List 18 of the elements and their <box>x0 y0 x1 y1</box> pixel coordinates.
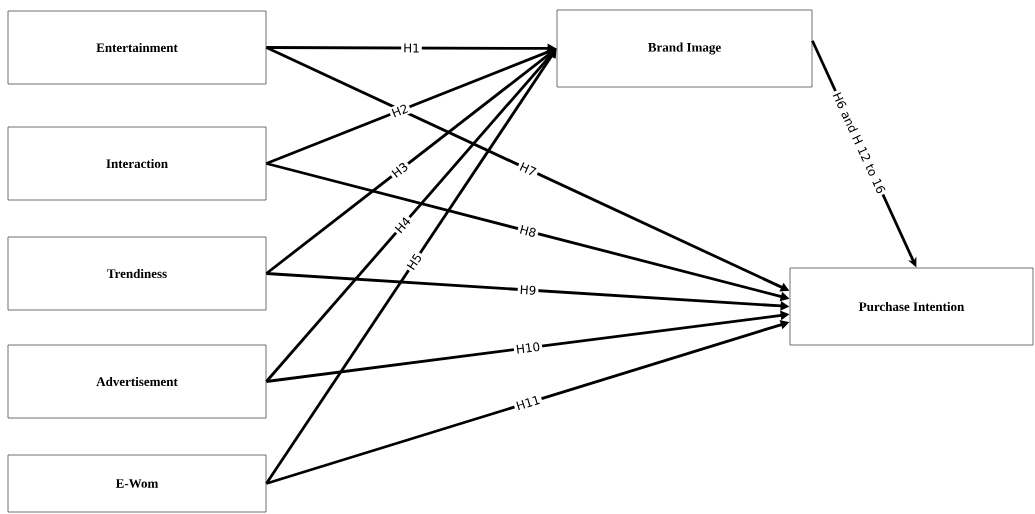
construct-box: Trendiness <box>7 236 267 311</box>
edge-label: H1 <box>401 41 422 55</box>
edge-label: H6 and H 12 to 16 <box>829 88 889 198</box>
edge-label: H10 <box>513 339 543 357</box>
edge-label: H8 <box>516 222 540 241</box>
edge-label: H7 <box>515 159 541 180</box>
edge-label: H4 <box>391 213 415 237</box>
construct-box: E-Wom <box>7 454 267 513</box>
construct-box: Interaction <box>7 126 267 201</box>
edge-label: H5 <box>403 249 426 274</box>
construct-box: Advertisement <box>7 344 267 419</box>
edge-label: H11 <box>512 392 544 414</box>
construct-box: Purchase Intention <box>789 267 1034 346</box>
edge-label: H9 <box>517 282 539 298</box>
construct-box: Brand Image <box>556 9 813 88</box>
edge-label: H2 <box>387 100 412 121</box>
construct-box: Entertainment <box>7 10 267 85</box>
edge-label: H3 <box>387 158 413 182</box>
